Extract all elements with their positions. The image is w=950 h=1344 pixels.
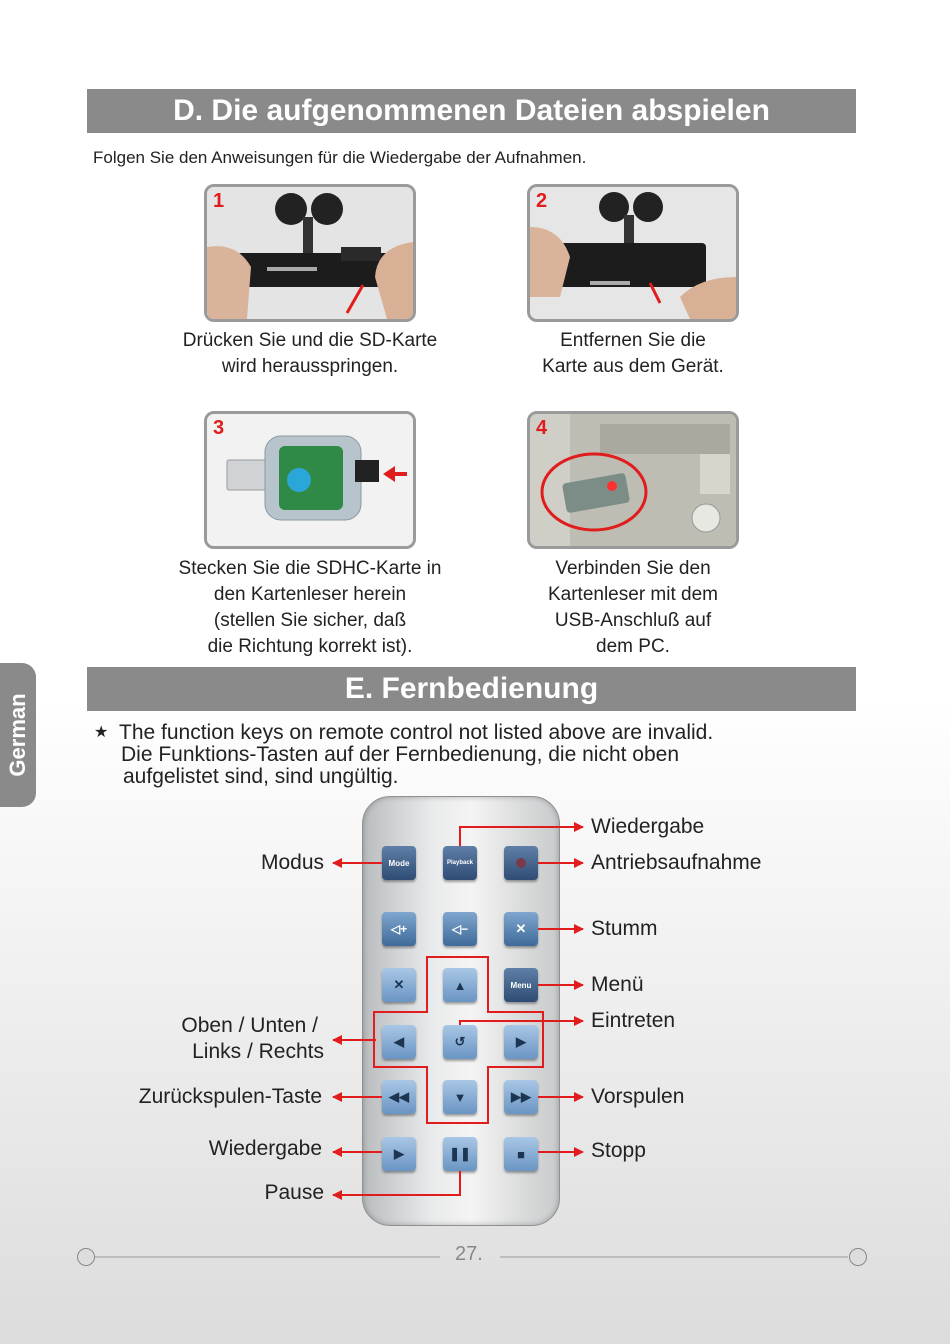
step-3-caption: Stecken Sie die SDHC-Karte in den Karten…: [150, 556, 470, 660]
step-1-caption-line: Drücken Sie und die SD-Karte: [182, 330, 438, 351]
stop-icon: ■: [517, 1146, 525, 1162]
mute-icon: ✕: [515, 921, 527, 936]
enter-key: ↺: [443, 1025, 477, 1059]
step-1-caption-line: wird herausspringen.: [221, 356, 399, 377]
arrow-up-icon: ▲: [453, 977, 467, 993]
record-key: [504, 846, 538, 880]
label-stop: Stopp: [591, 1139, 646, 1162]
volume-down-key: ◁−: [443, 912, 477, 946]
menu-key-label: Menu: [510, 980, 532, 990]
footer-rule: [94, 1256, 848, 1258]
label-menu: Menü: [591, 973, 644, 996]
section-d-title-bar: D. Die aufgenommenen Dateien abspielen: [87, 89, 856, 133]
step-2-photo: 2: [527, 184, 739, 322]
up-key: ▲: [443, 968, 477, 1002]
footer-left-ornament-icon: [77, 1248, 95, 1266]
language-side-tab: German: [0, 663, 36, 807]
record-dot-icon: [516, 858, 526, 868]
right-key: ▶: [504, 1025, 538, 1059]
step-4-caption-line: Kartenleser mit dem: [547, 584, 718, 605]
forward-key: ▶▶: [504, 1080, 538, 1114]
return-icon: ↺: [454, 1034, 466, 1049]
playback-key-label: Playback: [446, 860, 474, 866]
label-navigation-line-2: Links / Rechts: [192, 1040, 324, 1063]
arrow-down-icon: ▼: [453, 1089, 467, 1105]
label-playback-right: Wiedergabe: [591, 815, 705, 838]
step-2-caption-line: Karte aus dem Gerät.: [542, 356, 724, 377]
step-4-number: 4: [536, 417, 548, 439]
fast-forward-icon: ▶▶: [511, 1089, 531, 1104]
label-pause: Pause: [264, 1181, 324, 1204]
dashcam-remove-card-illustration: [530, 187, 736, 319]
playback-key: Playback: [443, 846, 477, 880]
arrow-right-icon: ▶: [516, 1034, 526, 1049]
label-navigation-line-1: Oben / Unten /: [181, 1014, 318, 1037]
label-record: Antriebsaufnahme: [591, 851, 762, 874]
footer-right-ornament-icon: [849, 1248, 867, 1266]
label-modus: Modus: [260, 851, 324, 874]
play-key: ▶: [382, 1137, 416, 1171]
step-3-caption-line: Stecken Sie die SDHC-Karte in: [178, 558, 442, 579]
step-3-caption-line: die Richtung korrekt ist).: [207, 636, 413, 657]
label-enter: Eintreten: [591, 1009, 676, 1032]
section-d-title: D. Die aufgenommenen Dateien abspielen: [173, 94, 770, 127]
section-e-title-bar: E. Fernbedienung: [87, 667, 856, 711]
stop-key: ■: [504, 1137, 538, 1171]
step-4-caption-line: dem PC.: [596, 636, 670, 657]
pause-key: ❚❚: [443, 1137, 477, 1171]
section-d-intro: Folgen Sie den Anweisungen für die Wiede…: [93, 148, 587, 167]
menu-key: Menu: [504, 968, 538, 1002]
step-4-caption: Verbinden Sie den Kartenleser mit dem US…: [500, 556, 766, 660]
play-icon: ▶: [394, 1146, 404, 1161]
step-1-caption: Drücken Sie und die SD-Karte wird heraus…: [150, 328, 470, 380]
label-mute: Stumm: [591, 917, 658, 940]
label-forward: Vorspulen: [591, 1085, 685, 1108]
mode-key: Mode: [382, 846, 416, 880]
step-4-caption-line: Verbinden Sie den: [555, 558, 711, 579]
label-play: Wiedergabe: [208, 1137, 322, 1160]
left-key: ◀: [382, 1025, 416, 1059]
dashcam-eject-illustration: [207, 187, 413, 319]
step-2-caption: Entfernen Sie die Karte aus dem Gerät.: [500, 328, 766, 380]
note-german-line-2: aufgelistet sind, sind ungültig.: [123, 765, 399, 788]
step-3-caption-line: (stellen Sie sicher, daß: [213, 610, 407, 631]
step-1-photo: 1: [204, 184, 416, 322]
step-4-photo: 4: [527, 411, 739, 549]
rewind-icon: ◀◀: [389, 1089, 409, 1104]
step-4-caption-line: USB-Anschluß auf: [554, 610, 712, 631]
mute-key: ✕: [504, 912, 538, 946]
section-e-title: E. Fernbedienung: [344, 672, 599, 705]
step-1-number: 1: [213, 190, 225, 212]
volume-up-key: ◁+: [382, 912, 416, 946]
pause-icon: ❚❚: [449, 1146, 471, 1161]
step-2-number: 2: [536, 190, 548, 212]
step-3-number: 3: [213, 417, 225, 439]
star-icon: ★: [94, 724, 109, 741]
note-german-line-1: Die Funktions-Tasten auf der Fernbedienu…: [121, 743, 680, 766]
zoom-key: ✕: [382, 968, 416, 1002]
mode-key-label: Mode: [388, 858, 410, 868]
pc-usb-port-illustration: [530, 414, 736, 546]
note-english: The function keys on remote control not …: [119, 721, 714, 744]
down-key: ▼: [443, 1080, 477, 1114]
step-2-caption-line: Entfernen Sie die: [560, 330, 706, 351]
page-number: 27.: [455, 1243, 483, 1265]
step-3-photo: 3: [204, 411, 416, 549]
label-rewind: Zurückspulen-Taste: [138, 1085, 322, 1108]
card-reader-illustration: [207, 414, 413, 546]
arrow-left-icon: ◀: [394, 1034, 404, 1049]
step-3-caption-line: den Kartenleser herein: [213, 584, 407, 605]
rewind-key: ◀◀: [382, 1080, 416, 1114]
